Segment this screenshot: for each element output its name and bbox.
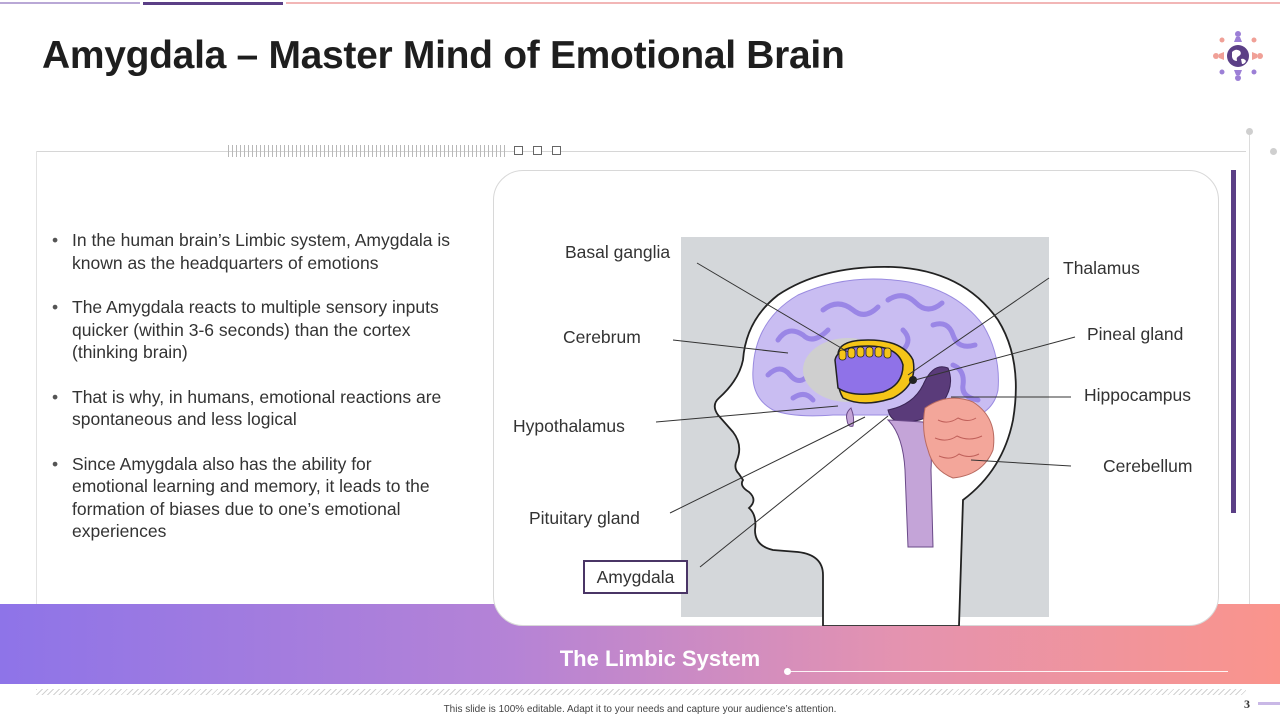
square-decoration xyxy=(533,146,542,155)
basal-ganglia-rings xyxy=(838,346,892,361)
dot-decoration xyxy=(1270,148,1277,155)
banner-title: The Limbic System xyxy=(559,646,761,671)
label-pineal-gland: Pineal gland xyxy=(1087,324,1184,344)
bullet-item: Since Amygdala also has the ability for … xyxy=(52,453,452,543)
divider-line xyxy=(36,151,1246,152)
label-cerebellum: Cerebellum xyxy=(1103,456,1193,476)
right-frame-line xyxy=(1249,135,1250,675)
label-pituitary-gland: Pituitary gland xyxy=(529,508,640,528)
cerebellum-folds xyxy=(934,417,983,459)
label-amygdala-box: Amygdala xyxy=(583,560,688,594)
pituitary-shape xyxy=(846,407,855,427)
banner-dot xyxy=(784,668,791,675)
square-decoration xyxy=(514,146,523,155)
brain-diagram xyxy=(655,237,1076,626)
page-number-bar xyxy=(1258,702,1280,705)
tick-ruler-decoration xyxy=(228,145,508,157)
label-cerebrum: Cerebrum xyxy=(563,327,641,347)
label-thalamus: Thalamus xyxy=(1063,258,1140,278)
bullet-item: The Amygdala reacts to multiple sensory … xyxy=(52,296,452,364)
label-basal-ganglia: Basal ganglia xyxy=(565,242,671,262)
label-hypothalamus: Hypothalamus xyxy=(513,416,625,436)
top-bar-light xyxy=(0,2,140,4)
cerebrum-folds xyxy=(765,293,981,403)
top-bar-pink xyxy=(286,2,1280,4)
pineal-gland-dot xyxy=(909,376,917,384)
globe-people-icon xyxy=(1213,31,1263,81)
top-bar-dark xyxy=(143,2,283,5)
accent-vertical-bar xyxy=(1231,170,1236,513)
slide-title: Amygdala – Master Mind of Emotional Brai… xyxy=(42,34,845,77)
leader-lines xyxy=(655,262,1076,568)
footer-note: This slide is 100% editable. Adapt it to… xyxy=(443,704,837,715)
banner-line xyxy=(788,671,1228,672)
bullet-list: In the human brain’s Limbic system, Amyg… xyxy=(52,229,452,565)
cerebellum-shape xyxy=(923,397,995,479)
page-number: 3 xyxy=(1244,697,1250,711)
frame-left-line xyxy=(36,151,37,604)
hatch-strip xyxy=(36,689,1246,695)
bullet-item: That is why, in humans, emotional reacti… xyxy=(52,386,452,431)
label-hippocampus: Hippocampus xyxy=(1084,385,1191,405)
dot-decoration xyxy=(1246,128,1253,135)
bullet-item: In the human brain’s Limbic system, Amyg… xyxy=(52,229,452,274)
top-accent-bars xyxy=(0,0,1280,6)
square-decoration xyxy=(552,146,561,155)
